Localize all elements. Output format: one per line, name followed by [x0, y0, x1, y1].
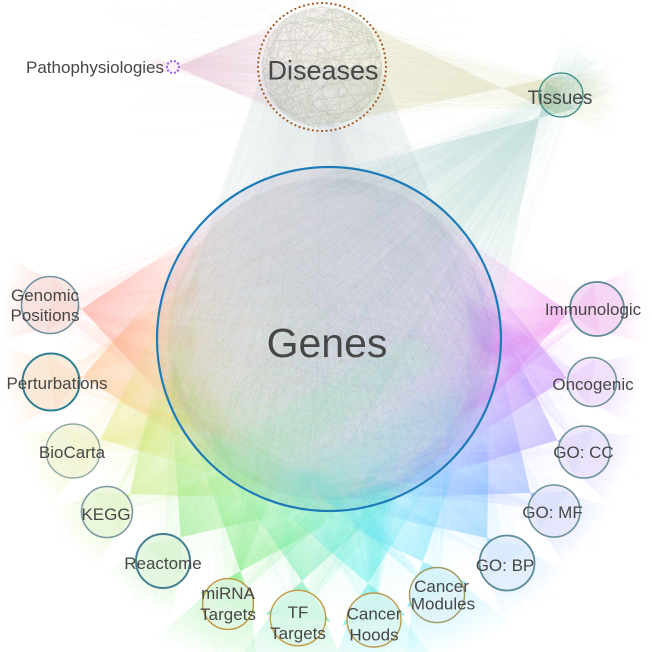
- svg-text:Cancer: Cancer: [414, 577, 469, 596]
- svg-text:Reactome: Reactome: [124, 554, 201, 573]
- svg-text:GO: MF: GO: MF: [522, 503, 582, 522]
- svg-text:Targets: Targets: [270, 624, 326, 643]
- svg-text:Hoods: Hoods: [349, 626, 398, 645]
- svg-text:Positions: Positions: [11, 306, 80, 325]
- svg-text:Genes: Genes: [267, 320, 388, 366]
- svg-text:BioCarta: BioCarta: [39, 443, 106, 462]
- svg-text:GO: BP: GO: BP: [476, 556, 535, 575]
- svg-text:TF: TF: [288, 603, 309, 622]
- svg-text:Genomic: Genomic: [11, 286, 80, 305]
- svg-text:Immunologic: Immunologic: [545, 300, 642, 319]
- svg-text:Targets: Targets: [200, 605, 256, 624]
- svg-text:GO: CC: GO: CC: [553, 443, 613, 462]
- svg-text:Tissues: Tissues: [528, 88, 593, 109]
- svg-text:Perturbations: Perturbations: [6, 374, 107, 393]
- svg-text:miRNA: miRNA: [201, 584, 255, 603]
- svg-text:Modules: Modules: [411, 595, 475, 614]
- svg-text:KEGG: KEGG: [81, 505, 130, 524]
- svg-text:Oncogenic: Oncogenic: [552, 375, 634, 394]
- svg-text:Diseases: Diseases: [267, 56, 378, 86]
- svg-text:Cancer: Cancer: [347, 605, 402, 624]
- svg-text:Pathophysiologies: Pathophysiologies: [26, 58, 164, 77]
